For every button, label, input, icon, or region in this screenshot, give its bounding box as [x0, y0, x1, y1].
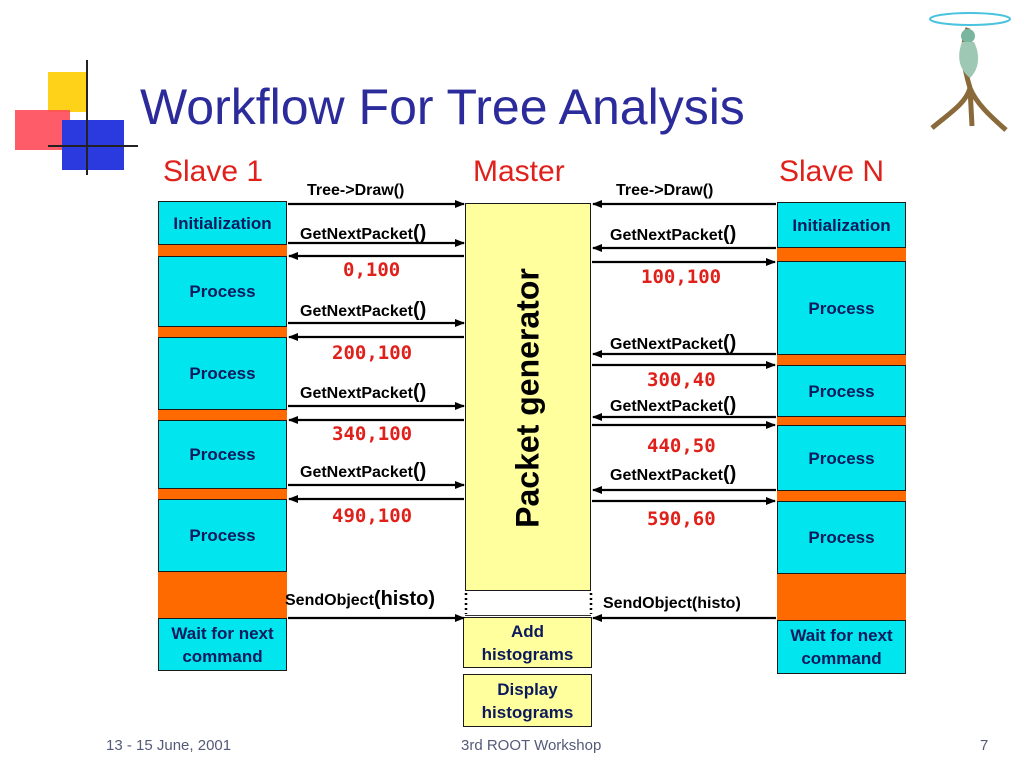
right-gnp-label: GetNextPacket()	[610, 223, 737, 245]
slave-1-initialization: Initialization	[158, 201, 287, 245]
slave-1-busy-bar	[158, 489, 287, 499]
right-packet-label: 440,50	[647, 435, 716, 457]
left-packet-label: 200,100	[332, 342, 413, 364]
slave-n-process-4: Process	[777, 501, 906, 574]
add-histograms-line-1: Add	[510, 621, 545, 641]
left-draw-label: Tree->Draw()	[307, 182, 405, 199]
slave-1-busy-bar	[158, 410, 287, 420]
left-packet-label: 340,100	[332, 423, 413, 445]
slave-1-busy-bar	[158, 327, 287, 337]
right-gnp-label: GetNextPacket()	[610, 332, 737, 354]
slave-1-wait-line-1: Wait for next	[171, 623, 274, 643]
slave-1-process-1: Process	[158, 256, 287, 327]
slave-n-wait: Wait for next command	[777, 620, 906, 674]
left-gnp-label: GetNextPacket()	[300, 460, 427, 482]
slave-n-process-3: Process	[777, 425, 906, 491]
slave-n-wait-line-2: command	[801, 649, 882, 668]
slave-n-wait-line-1: Wait for next	[790, 626, 893, 645]
left-send-label: SendObject(histo)	[285, 588, 435, 610]
slave-1-process-label: Process	[189, 282, 256, 301]
left-gnp-label: GetNextPacket()	[300, 222, 427, 244]
page-title: Workflow For Tree Analysis	[140, 79, 745, 135]
slave-1-wait: Wait for next command	[158, 618, 287, 671]
slave-1-process-3: Process	[158, 420, 287, 489]
slave-n-process-label: Process	[808, 381, 875, 401]
right-packet-label: 590,60	[647, 508, 716, 530]
right-draw-label: Tree->Draw()	[616, 182, 714, 199]
slave-n-process-label: Process	[808, 528, 875, 547]
slave-1-busy-bar	[158, 572, 287, 618]
slave-1-process-2: Process	[158, 337, 287, 410]
left-packet-label: 490,100	[332, 505, 413, 527]
right-packet-label: 100,100	[641, 266, 722, 288]
tree-figure-logo	[920, 8, 1016, 140]
slave-n-busy-bar	[777, 491, 906, 501]
master-gap-line	[465, 591, 591, 616]
slave-n-init-label: Initialization	[792, 215, 891, 235]
slave-n-process-1: Process	[777, 261, 906, 355]
slave-1-process-4: Process	[158, 499, 287, 572]
right-send-label: SendObject(histo)	[603, 595, 741, 612]
slave-1-process-label: Process	[189, 445, 256, 464]
slave-n-busy-bar	[777, 417, 906, 425]
slave-1-init-label: Initialization	[173, 213, 272, 233]
add-histograms-box: Add histograms	[463, 617, 592, 668]
slave-1-header: Slave 1	[163, 155, 264, 188]
slave-n-header: Slave N	[779, 155, 885, 188]
slave-1-busy-bar	[158, 244, 287, 257]
right-packet-label: 300,40	[647, 369, 716, 391]
display-histograms-box: Display histograms	[463, 674, 592, 727]
slave-n-process-2: Process	[777, 365, 906, 417]
left-packet-label: 0,100	[343, 259, 401, 281]
master-header: Master	[473, 155, 565, 188]
display-histograms-line-1: Display	[497, 679, 558, 699]
add-histograms-line-2: histograms	[481, 644, 574, 664]
left-gnp-label: GetNextPacket()	[300, 299, 427, 321]
right-gnp-label: GetNextPacket()	[610, 463, 737, 485]
footer-page-number: 7	[980, 737, 989, 754]
slave-n-busy-bar	[777, 574, 906, 620]
packet-generator-box	[465, 203, 591, 591]
footer-event: 3rd ROOT Workshop	[461, 737, 602, 754]
slave-n-busy-bar	[777, 248, 906, 261]
display-histograms-line-2: histograms	[481, 702, 574, 722]
right-gnp-label: GetNextPacket()	[610, 394, 737, 416]
footer-date: 13 - 15 June, 2001	[106, 737, 232, 754]
slave-n-process-label: Process	[808, 448, 875, 468]
slave-n-initialization: Initialization	[777, 202, 906, 248]
colored-squares-decoration	[0, 0, 140, 180]
slave-1-wait-line-2: command	[182, 646, 263, 666]
slave-n-busy-bar	[777, 355, 906, 365]
slave-n-process-label: Process	[808, 298, 875, 318]
left-gnp-label: GetNextPacket()	[300, 381, 427, 403]
slave-1-process-label: Process	[189, 526, 256, 545]
slave-1-process-label: Process	[189, 364, 256, 383]
